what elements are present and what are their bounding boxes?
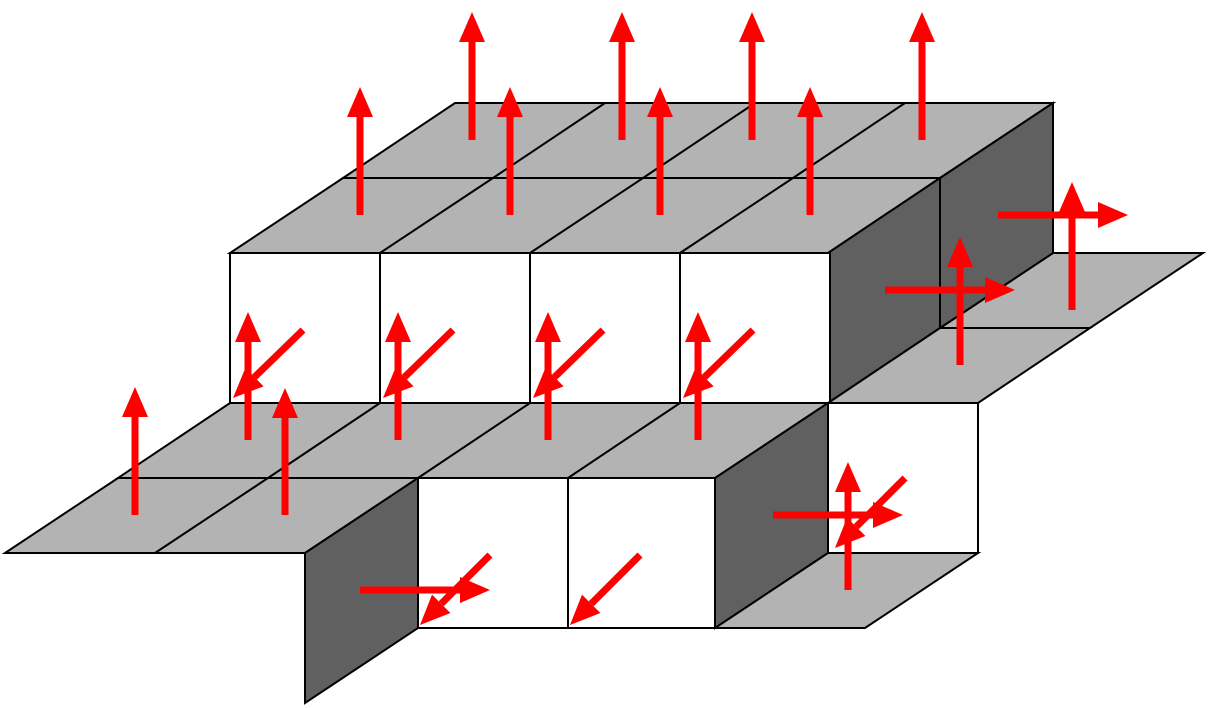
- normal-toward-viewer-arrow: [233, 327, 306, 398]
- normal-toward-viewer-arrow: [383, 327, 456, 398]
- normal-right-arrow: [998, 202, 1128, 228]
- normal-up-arrow: [739, 12, 765, 140]
- normal-up-arrow: [497, 87, 523, 215]
- face-divider: [417, 402, 531, 479]
- normal-up-arrow: [947, 237, 973, 365]
- face-divider: [529, 177, 644, 254]
- normal-vectors: [122, 12, 1128, 625]
- normal-up-arrow: [797, 87, 823, 215]
- normal-up-arrow: [347, 87, 373, 215]
- normal-toward-viewer-arrow: [570, 552, 643, 625]
- normal-up-arrow: [122, 387, 148, 515]
- normal-right-arrow: [773, 502, 903, 528]
- face-divider: [567, 402, 681, 479]
- normal-toward-viewer-arrow: [533, 327, 606, 398]
- normal-toward-viewer-arrow: [420, 552, 493, 625]
- face-divider: [379, 177, 494, 254]
- normal-up-arrow: [1059, 182, 1085, 310]
- surface-faces: [1, 101, 1207, 705]
- face-divider: [154, 477, 269, 554]
- normal-right-arrow: [360, 577, 490, 603]
- normal-toward-viewer-arrow: [683, 327, 756, 398]
- normal-up-arrow: [272, 388, 298, 515]
- normal-toward-viewer-arrow: [835, 475, 908, 548]
- normal-up-arrow: [647, 87, 673, 215]
- face-divider: [679, 177, 794, 254]
- normal-right-arrow: [885, 277, 1015, 303]
- normal-up-arrow: [609, 12, 635, 140]
- normal-up-arrow: [459, 12, 485, 140]
- top-face: [711, 552, 982, 629]
- normal-up-arrow: [909, 12, 935, 140]
